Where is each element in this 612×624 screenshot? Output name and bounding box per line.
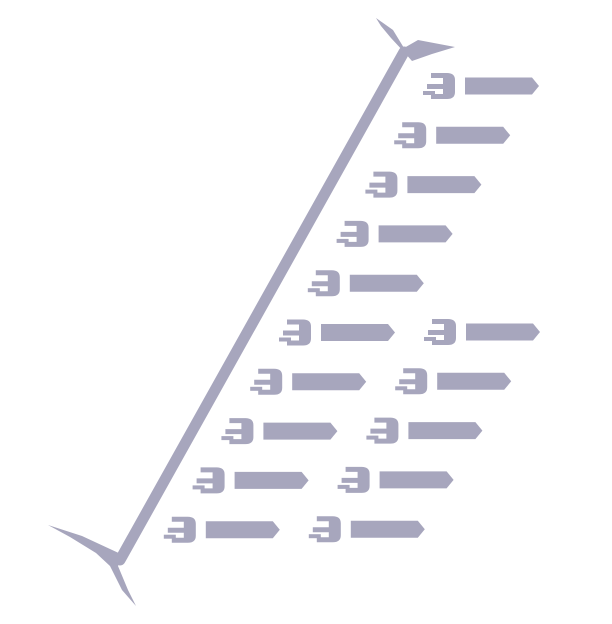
- arrow-bar-icon: [205, 521, 280, 539]
- arrow-bar-icon: [436, 126, 511, 144]
- connector-plug-icon: [337, 466, 370, 493]
- arrow-bar-icon: [292, 373, 367, 391]
- connector-plug-icon: [163, 516, 196, 543]
- connector-plug-icon: [394, 122, 427, 149]
- connector-plug-icon: [308, 516, 341, 543]
- connector-plug-icon: [192, 467, 225, 494]
- node-group: [163, 73, 540, 543]
- arrow-bar-icon: [407, 176, 482, 194]
- connector-plug-icon: [423, 73, 455, 99]
- connector-plug-icon: [366, 417, 399, 444]
- connector-plug-icon: [365, 171, 398, 198]
- connector-plug-icon: [221, 418, 254, 445]
- connector-plug-icon: [395, 368, 428, 395]
- connector-plug-icon: [279, 319, 311, 346]
- connector-plug-icon: [250, 368, 283, 395]
- arrow-bar-icon: [234, 471, 309, 489]
- arrow-bar-icon: [321, 324, 395, 341]
- arrow-bar-icon: [350, 520, 425, 538]
- arrow-bar-icon: [379, 471, 454, 489]
- arrow-bar-icon: [349, 274, 424, 292]
- arrow-bar-icon: [378, 225, 453, 243]
- connector-plug-icon: [336, 220, 369, 247]
- connector-plug-icon: [424, 319, 456, 345]
- arrow-bar-icon: [437, 372, 512, 390]
- arrow-bar-icon: [408, 422, 483, 440]
- arrow-bar-icon: [263, 422, 338, 440]
- forked-diagonal-line-icon: [48, 18, 455, 606]
- arrow-bar-icon: [466, 323, 540, 341]
- arrow-bar-icon: [465, 77, 539, 95]
- connector-plug-icon: [307, 270, 340, 297]
